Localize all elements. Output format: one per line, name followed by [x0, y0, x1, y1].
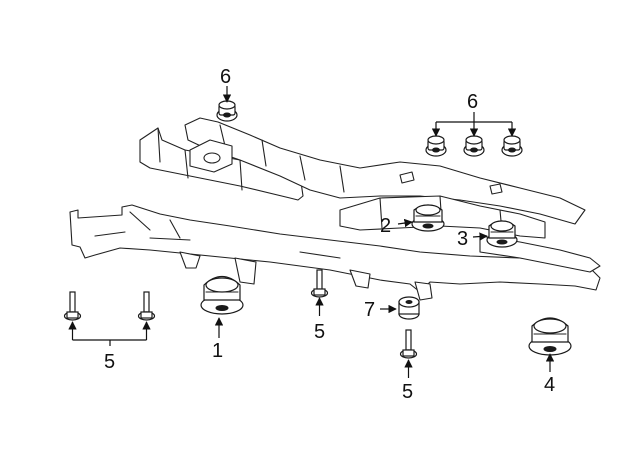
frame-left-rail	[69, 204, 601, 293]
frame-upper-rail	[184, 117, 586, 225]
part-bolt-5-left-b	[137, 291, 156, 321]
part-mount-4	[528, 317, 572, 356]
callout-2: 2	[380, 215, 391, 237]
part-spacer-7	[398, 296, 420, 320]
frame-hanger-a	[179, 251, 201, 269]
part-nut-6-top	[216, 100, 238, 122]
part-nut-6-right-b	[463, 135, 485, 157]
frame-hanger-c	[349, 269, 371, 289]
frame-hanger-b	[234, 257, 257, 285]
callout-5-center: 5	[314, 321, 325, 343]
callout-1: 1	[212, 340, 223, 362]
part-mount-3	[486, 220, 518, 248]
callout-7: 7	[364, 299, 375, 321]
part-bolt-5-center	[310, 269, 329, 298]
part-mount-2	[411, 204, 445, 232]
callout-labels: 6 6 2 3 1 4 7 5 5 5	[104, 66, 555, 403]
frame-hanger-d	[414, 281, 433, 301]
part-bolt-5-left-a	[63, 291, 82, 321]
part-bolt-5-lower	[399, 329, 418, 359]
callout-5-lower: 5	[402, 381, 413, 403]
leader-lines	[68, 86, 555, 378]
part-mount-1	[200, 275, 244, 315]
callout-4: 4	[544, 374, 555, 396]
callout-6-right: 6	[467, 91, 478, 113]
callout-5-left: 5	[104, 351, 115, 373]
callout-6-top: 6	[220, 66, 231, 88]
part-nut-6-right-a	[425, 135, 447, 157]
part-nut-6-right-c	[501, 135, 523, 157]
callout-3: 3	[457, 228, 468, 250]
